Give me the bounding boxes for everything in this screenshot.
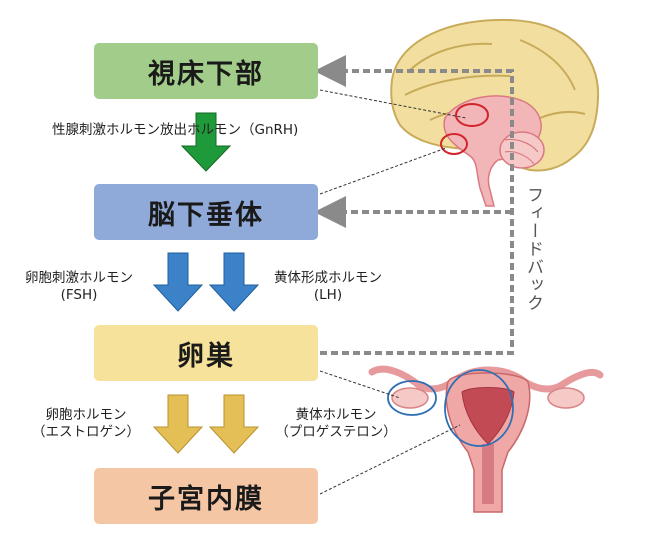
lh-arrow xyxy=(208,252,260,312)
estrogen-label: 卵胞ホルモン （エストロゲン） xyxy=(14,407,158,441)
fsh-arrow xyxy=(152,252,204,312)
feedback-lines xyxy=(314,55,514,355)
uterus-illustration-icon xyxy=(368,365,604,513)
fsh-name: 卵胞刺激ホルモン xyxy=(25,270,133,286)
estrogen-alt: （エストロゲン） xyxy=(32,424,140,440)
connector-lines xyxy=(319,89,467,495)
gnrh-arrow xyxy=(180,112,232,172)
fsh-label: 卵胞刺激ホルモン (FSH) xyxy=(8,270,150,304)
fsh-abbr: (FSH) xyxy=(60,287,98,303)
ovary-box: 卵巣 xyxy=(94,325,318,381)
progesterone-arrow xyxy=(208,394,260,454)
brain-illustration-icon xyxy=(390,18,600,207)
hypothalamus-box: 視床下部 xyxy=(94,43,318,99)
progesterone-alt: （プロゲステロン） xyxy=(275,424,397,440)
estrogen-name: 卵胞ホルモン xyxy=(45,407,127,423)
gnrh-label: 性腺刺激ホルモン放出ホルモン（GnRH) xyxy=(52,122,299,138)
estrogen-arrow xyxy=(152,394,204,454)
lh-name: 黄体形成ホルモン xyxy=(274,270,382,286)
pituitary-box: 脳下垂体 xyxy=(94,184,318,240)
lh-abbr: (LH) xyxy=(313,287,343,303)
lh-label: 黄体形成ホルモン (LH) xyxy=(262,270,394,304)
progesterone-label: 黄体ホルモン （プロゲステロン） xyxy=(262,407,410,441)
progesterone-name: 黄体ホルモン xyxy=(295,407,377,423)
endometrium-box: 子宮内膜 xyxy=(94,468,318,524)
feedback-label: フィードバック xyxy=(523,186,543,312)
